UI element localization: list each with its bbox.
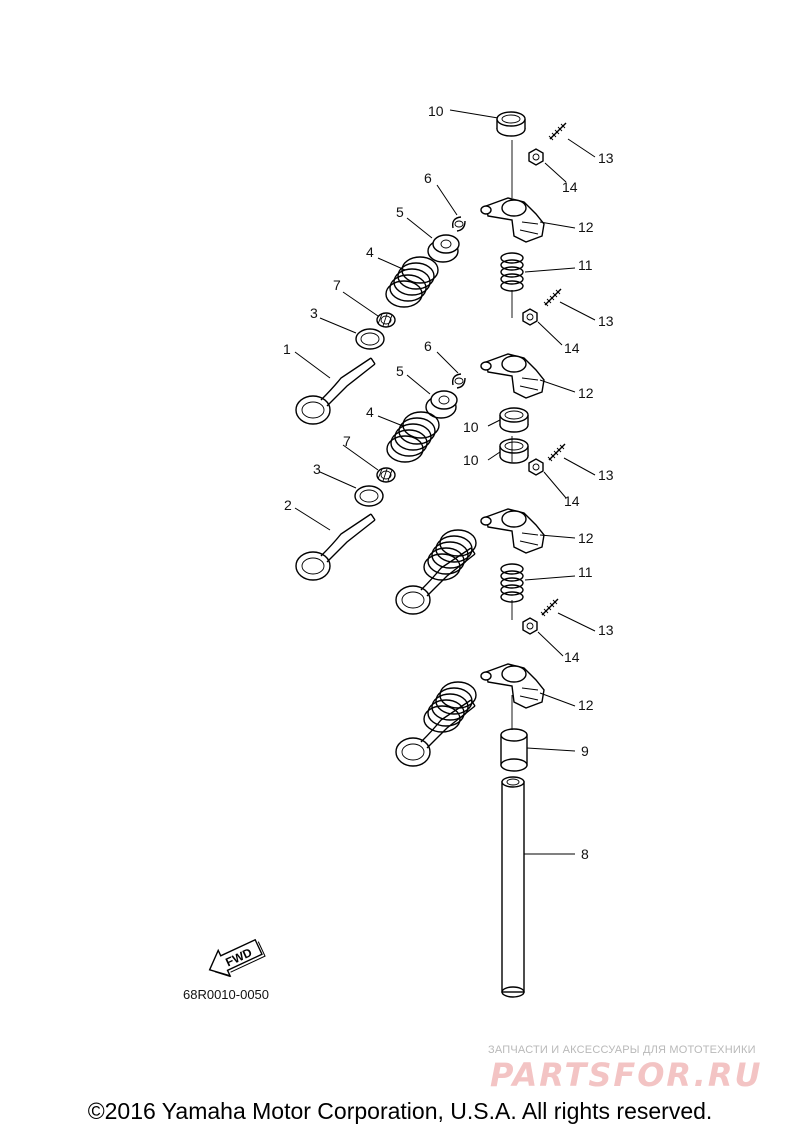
label-14: 14 [562,179,578,195]
adjusting-screw-13 [540,598,559,617]
label-6: 6 [424,170,432,186]
label-12: 12 [578,219,594,235]
exhaust-valve-2 [295,513,376,581]
label-14: 14 [564,493,580,509]
label-10: 10 [463,419,479,435]
drawing-code: 68R0010-0050 [183,987,269,1002]
adjusting-screw-13 [548,122,567,141]
fwd-label: FWD [223,945,254,969]
label-5: 5 [396,204,404,220]
label-14: 14 [564,649,580,665]
rocker-spring-11 [500,563,524,603]
adjusting-screw-13 [543,288,562,307]
locknut-14 [528,148,544,166]
label-3: 3 [313,461,321,477]
part-number-labels: 10 13 14 6 5 12 4 11 7 3 13 1 14 6 5 12 … [283,103,614,862]
rocker-spring-11 [500,252,524,292]
label-4: 4 [366,244,374,260]
label-6: 6 [424,338,432,354]
label-10: 10 [428,103,444,119]
retainer-5 [427,234,460,263]
locknut-14 [528,458,544,476]
label-9: 9 [581,743,589,759]
watermark-logo: PARTSFOR.RU [490,1056,763,1094]
valve-cap-10 [499,438,529,464]
rocker-arm-12 [480,353,545,399]
label-11: 11 [578,564,593,580]
cotter-6 [451,373,466,389]
spring-seat-3 [355,328,385,350]
rocker-arm-12 [480,197,545,243]
stem-seal-7 [376,312,396,328]
valve-spring-4 [386,411,440,463]
cotter-6 [451,216,466,232]
label-8: 8 [581,846,589,862]
rocker-shaft-9 [500,728,528,772]
label-2: 2 [284,497,292,513]
intake-valve-1 [295,357,376,425]
rocker-arm-12 [480,663,545,709]
label-4: 4 [366,404,374,420]
label-13: 13 [598,467,614,483]
label-12: 12 [578,697,594,713]
valve-cap-10 [496,111,526,137]
rocker-arm-12 [480,508,545,554]
label-13: 13 [598,622,614,638]
adjusting-screw-13 [547,443,566,462]
locknut-14 [522,308,538,326]
valve-cap-10 [499,407,529,433]
fwd-arrow-icon: FWD [208,938,266,978]
copyright-notice: ©2016 Yamaha Motor Corporation, U.S.A. A… [87,1098,713,1124]
push-rod-8 [501,776,525,998]
label-11: 11 [578,257,593,273]
valve-spring-assembled [423,681,477,733]
leader-lines [294,109,596,855]
label-7: 7 [333,277,341,293]
locknut-14 [522,617,538,635]
watermark-tagline: ЗАПЧАСТИ И АКСЕССУАРЫ ДЛЯ МОТОТЕХНИКИ [488,1044,756,1056]
stem-seal-7 [376,467,396,483]
label-5: 5 [396,363,404,379]
label-3: 3 [310,305,318,321]
label-12: 12 [578,530,594,546]
label-1: 1 [283,341,291,357]
label-10: 10 [463,452,479,468]
label-13: 13 [598,313,614,329]
valve-spring-assembled [423,529,477,581]
label-7: 7 [343,433,351,449]
label-14: 14 [564,340,580,356]
label-12: 12 [578,385,594,401]
label-13: 13 [598,150,614,166]
spring-seat-3 [354,485,384,507]
